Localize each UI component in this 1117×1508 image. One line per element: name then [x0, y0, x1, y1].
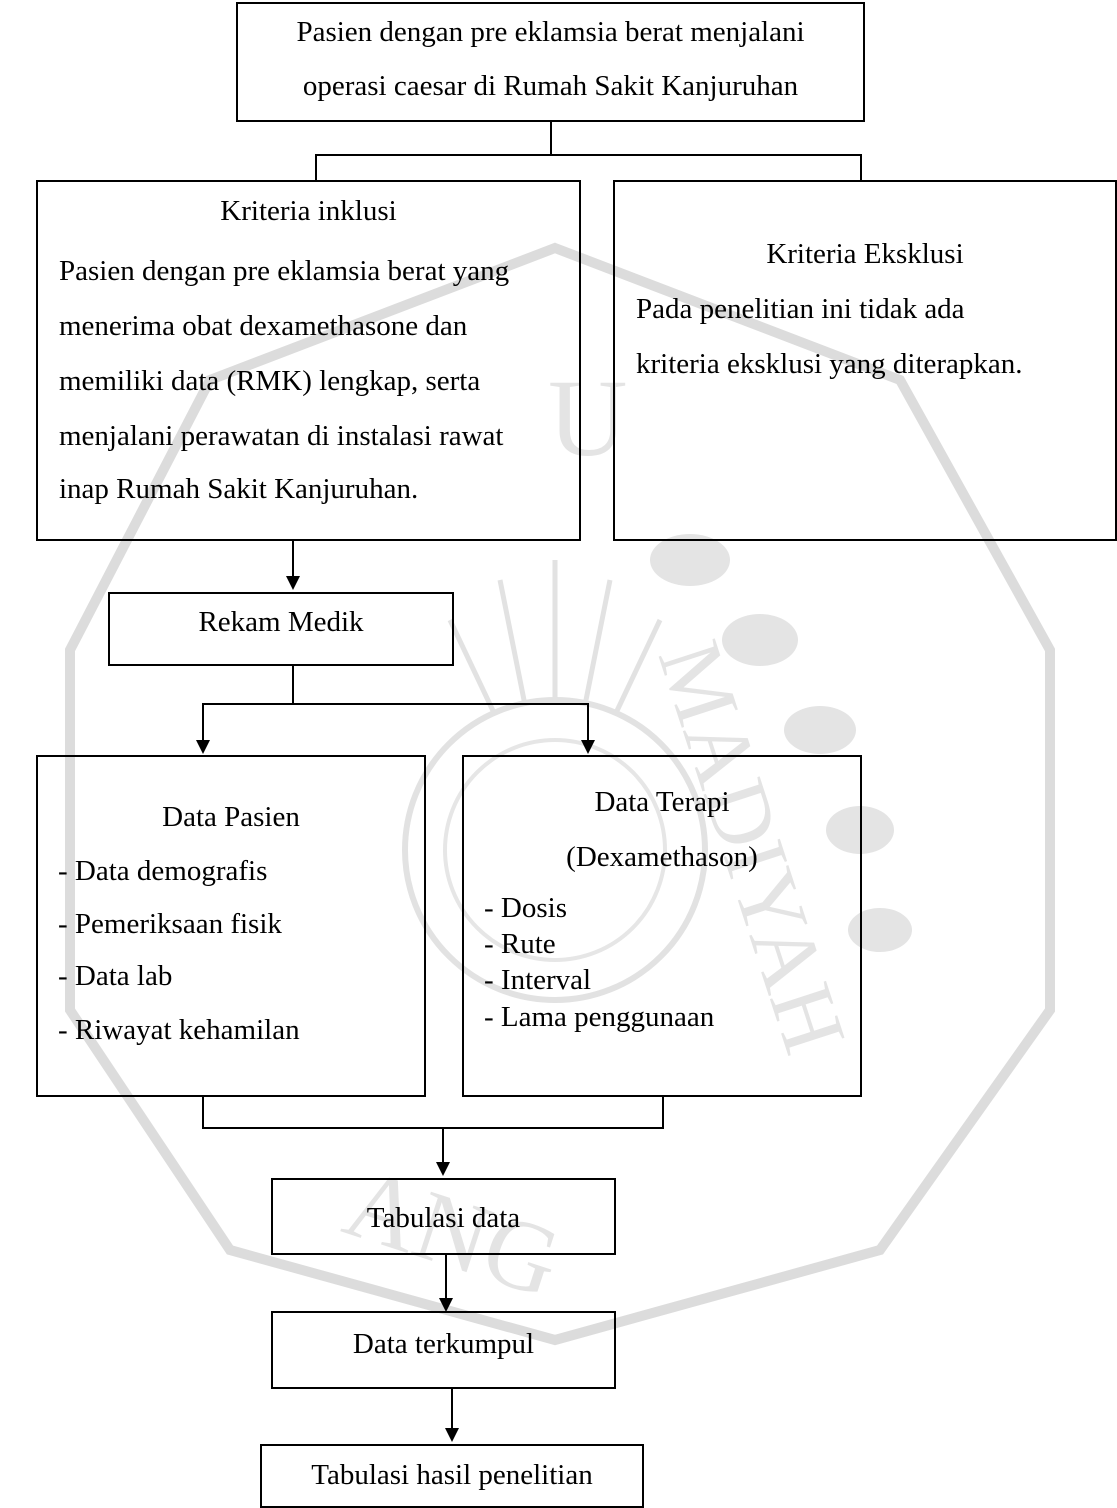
exclusion-criteria-box: [613, 180, 1117, 541]
rekam-medik-box: [108, 592, 454, 666]
data-pasien-item: - Data lab: [58, 960, 173, 992]
connector: [315, 154, 862, 156]
inclusion-line: memiliki data (RMK) lengkap, serta: [59, 365, 481, 397]
data-terkumpul-box: [271, 1311, 616, 1389]
data-terapi-box: [462, 755, 862, 1097]
connector: [202, 1127, 664, 1129]
data-terapi-item: - Interval: [484, 964, 592, 996]
data-terapi-item: - Rute: [484, 928, 556, 960]
data-pasien-item: - Riwayat kehamilan: [58, 1014, 300, 1046]
data-pasien-title: Data Pasien: [162, 801, 300, 833]
top-box-line-1: Pasien dengan pre eklamsia berat menjala…: [296, 16, 805, 48]
inclusion-criteria-box: [36, 180, 581, 541]
connector: [315, 154, 317, 180]
tabulasi-hasil-label: Tabulasi hasil penelitian: [311, 1459, 593, 1491]
connector: [451, 1389, 453, 1430]
arrow-head: [286, 576, 300, 590]
connector: [202, 703, 204, 741]
arrow-head: [581, 740, 595, 754]
data-pasien-box: [36, 755, 426, 1097]
inclusion-line: menjalani perawatan di instalasi rawat: [59, 420, 504, 452]
data-terapi-title: Data Terapi: [594, 786, 730, 818]
arrow-head: [439, 1298, 453, 1312]
top-box: [236, 2, 865, 122]
data-pasien-item: - Data demografis: [58, 855, 268, 887]
data-terapi-subtitle: (Dexamethason): [566, 841, 758, 873]
tabulasi-hasil-box: [260, 1444, 644, 1508]
connector: [860, 154, 862, 180]
connector: [292, 541, 294, 577]
connector: [202, 703, 589, 705]
connector: [662, 1097, 664, 1128]
tabulasi-data-label: Tabulasi data: [366, 1202, 521, 1234]
connector: [445, 1255, 447, 1301]
arrow-head: [196, 740, 210, 754]
inclusion-line: inap Rumah Sakit Kanjuruhan.: [59, 473, 419, 505]
connector: [292, 666, 294, 704]
exclusion-title: Kriteria Eksklusi: [766, 238, 964, 270]
data-terapi-item: - Dosis: [484, 892, 567, 924]
exclusion-line: Pada penelitian ini tidak ada: [636, 293, 965, 325]
inclusion-title: Kriteria inklusi: [220, 195, 397, 227]
inclusion-line: Pasien dengan pre eklamsia berat yang: [59, 255, 510, 287]
arrow-head: [436, 1162, 450, 1176]
inclusion-line: menerima obat dexamethasone dan: [59, 310, 468, 342]
data-pasien-item: - Pemeriksaan fisik: [58, 908, 282, 940]
top-box-line-2: operasi caesar di Rumah Sakit Kanjuruhan: [302, 70, 799, 102]
connector: [587, 703, 589, 741]
rekam-medik-label: Rekam Medik: [198, 606, 364, 638]
connector: [202, 1097, 204, 1128]
data-terapi-item: - Lama penggunaan: [484, 1001, 715, 1033]
connector: [442, 1127, 444, 1163]
exclusion-line: kriteria eksklusi yang diterapkan.: [636, 348, 1023, 380]
connector: [550, 122, 552, 155]
tabulasi-data-box: [271, 1178, 616, 1255]
arrow-head: [445, 1428, 459, 1442]
data-terkumpul-label: Data terkumpul: [352, 1328, 535, 1360]
